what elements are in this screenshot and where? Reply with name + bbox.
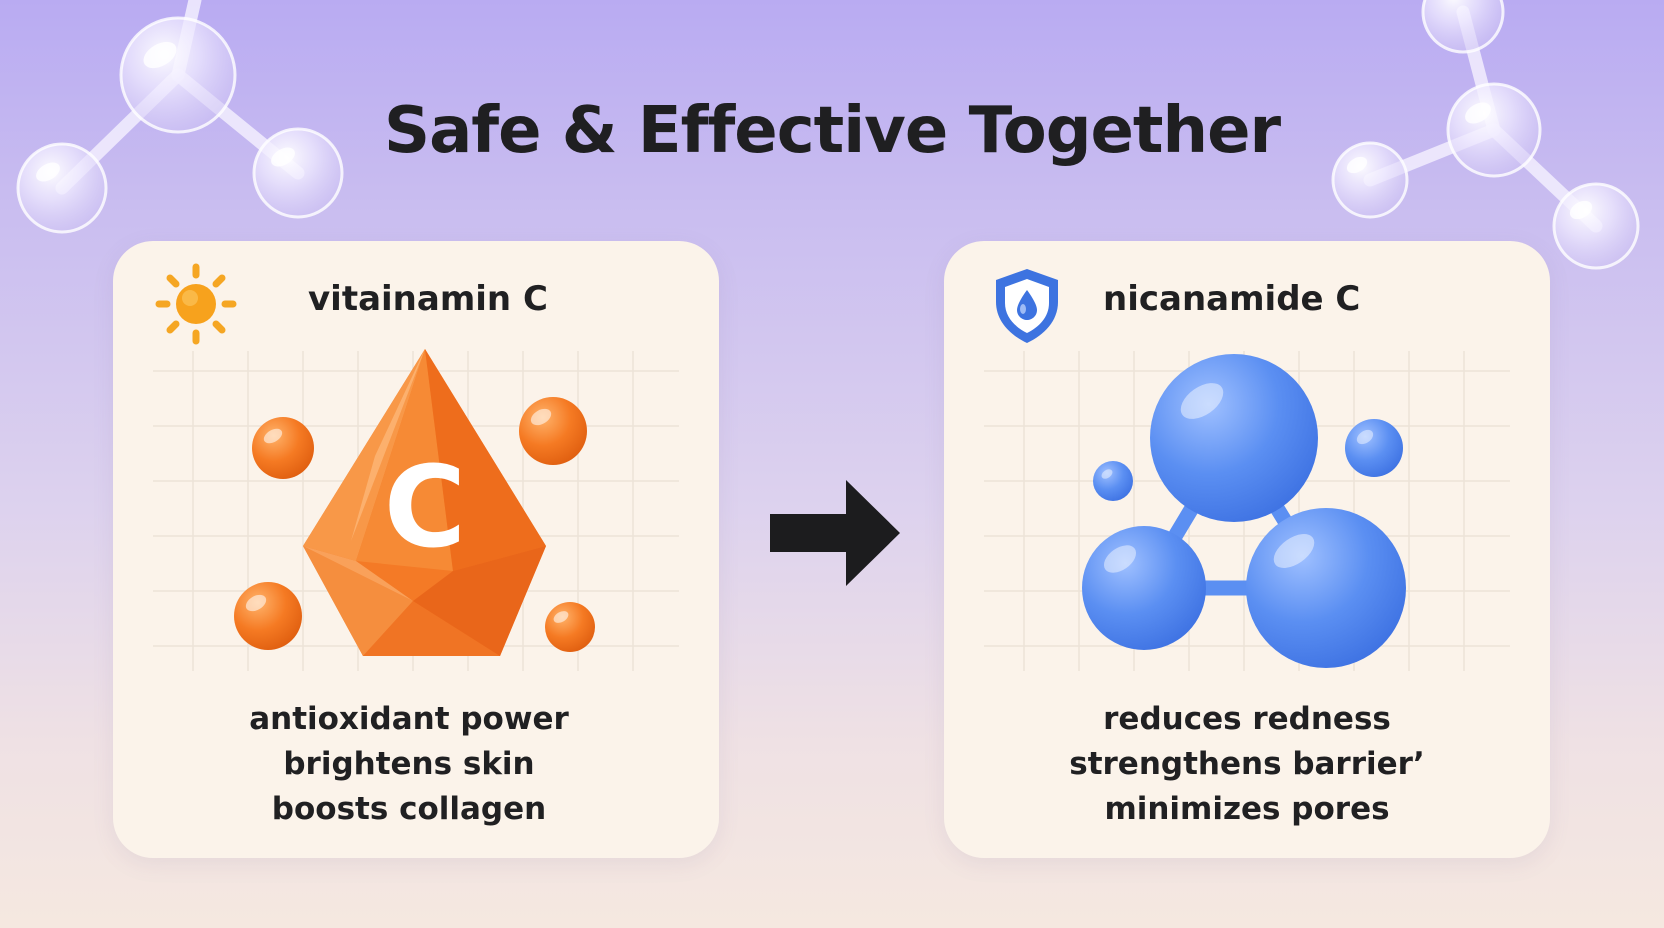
- niacinamide-molecule-illustration: [1082, 354, 1406, 668]
- vitamin-c-card: vitainamin C: [113, 241, 719, 858]
- blue-sphere: [1093, 461, 1133, 501]
- orange-sphere: [545, 602, 595, 652]
- vitamin-c-title: vitainamin C: [308, 279, 548, 319]
- vitamin-c-crystal-illustration: C: [234, 349, 595, 656]
- crystal-gem: C: [303, 349, 546, 656]
- arrow-right-icon: [770, 480, 900, 586]
- blue-sphere: [1345, 419, 1403, 477]
- shield-drop-icon: [996, 269, 1058, 343]
- orange-sphere: [519, 397, 587, 465]
- benefit-item: minimizes pores: [1104, 791, 1390, 827]
- page-title: Safe & Effective Together: [383, 94, 1281, 168]
- benefit-item: antioxidant power: [249, 701, 569, 737]
- benefit-item: boosts collagen: [271, 791, 547, 827]
- blue-sphere: [1082, 526, 1206, 650]
- benefit-item: brightens skin: [283, 746, 535, 782]
- niacinamide-benefits: reduces redness strengthens barrierʼ min…: [944, 697, 1550, 832]
- niacinamide-title: nicanamide C: [1103, 279, 1361, 319]
- sun-icon: [155, 263, 237, 345]
- blue-sphere: [1150, 354, 1318, 522]
- benefit-item: strengthens barrierʼ: [1069, 746, 1425, 782]
- vitamin-c-badge-letter: C: [384, 443, 466, 573]
- orange-sphere: [234, 582, 302, 650]
- niacinamide-card: nicanamide C: [944, 241, 1550, 858]
- vitamin-c-benefits: antioxidant power brightens skin boosts …: [113, 697, 719, 832]
- benefit-item: reduces redness: [1103, 701, 1391, 737]
- blue-sphere: [1246, 508, 1406, 668]
- orange-sphere: [252, 417, 314, 479]
- molecule-top-left: [16, 0, 344, 234]
- molecule-top-right: [1331, 0, 1640, 270]
